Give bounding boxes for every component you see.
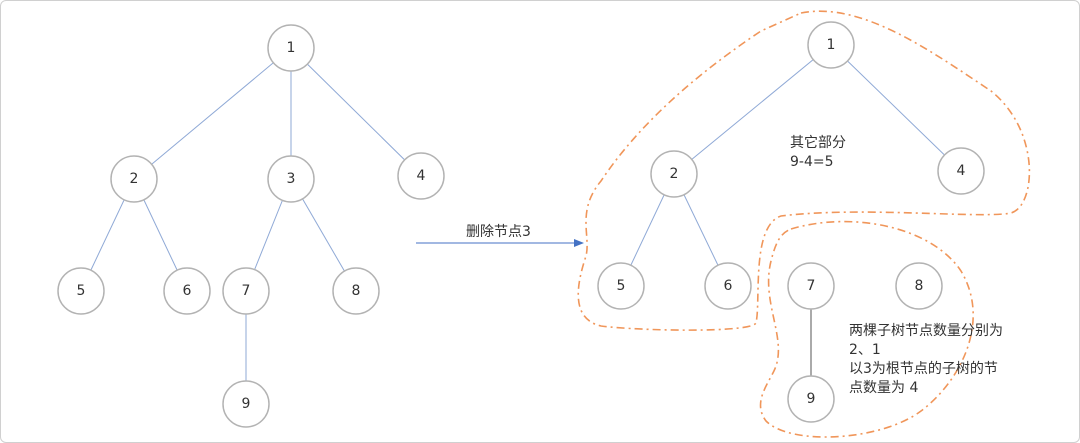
node-label: 5 (617, 278, 626, 294)
node-circle (222, 380, 270, 428)
right-node-5: 5 (597, 262, 645, 310)
subtree-note-line4: 点数量为 4 (849, 380, 918, 396)
other-part-region (577, 10, 1031, 331)
node-circle (704, 262, 752, 310)
left-node-8: 8 (332, 267, 380, 315)
node-circle (267, 155, 315, 203)
node-label: 8 (915, 278, 924, 294)
node-label: 4 (417, 168, 426, 184)
right-node-9: 9 (787, 375, 835, 423)
left-node-4: 4 (397, 152, 445, 200)
node-label: 6 (724, 278, 733, 294)
arrow-label: 删除节点3 (466, 224, 531, 240)
node-label: 7 (242, 283, 251, 299)
right-node-6: 6 (704, 262, 752, 310)
node-circle (807, 21, 855, 69)
node-label: 5 (77, 283, 86, 299)
subtree-region (759, 220, 974, 438)
node-label: 3 (287, 171, 296, 187)
node-label: 2 (670, 166, 679, 182)
subtree-note-line1: 两棵子树节点数量分别为 (849, 323, 1003, 339)
node-label: 1 (287, 40, 296, 56)
left-edge-1-2 (133, 47, 292, 180)
left-node-1: 1 (267, 24, 315, 72)
node-circle (332, 267, 380, 315)
right-node-2: 2 (650, 150, 698, 198)
node-label: 1 (827, 37, 836, 53)
left-node-6: 6 (163, 267, 211, 315)
node-label: 6 (183, 283, 192, 299)
node-circle (787, 262, 835, 310)
right-edge-1-4 (830, 44, 962, 172)
node-circle (895, 262, 943, 310)
right-edge-1-2 (673, 44, 832, 175)
node-circle (650, 150, 698, 198)
node-label: 9 (242, 396, 251, 412)
left-node-3: 3 (267, 155, 315, 203)
right-node-1: 1 (807, 21, 855, 69)
node-circle (597, 262, 645, 310)
left-node-9: 9 (222, 380, 270, 428)
node-circle (110, 155, 158, 203)
right-node-8: 8 (895, 262, 943, 310)
node-circle (163, 267, 211, 315)
other-part-label: 其它部分 (790, 134, 846, 151)
node-circle (267, 24, 315, 72)
node-label: 9 (807, 391, 816, 407)
node-label: 8 (352, 283, 361, 299)
node-circle (57, 267, 105, 315)
subtree-note-line2: 2、1 (849, 342, 881, 358)
other-part-count: 9-4=5 (790, 154, 834, 170)
node-circle (787, 375, 835, 423)
node-circle (397, 152, 445, 200)
subtree-note-line3: 以3为根节点的子树的节 (849, 361, 998, 377)
node-circle (222, 267, 270, 315)
left-node-7: 7 (222, 267, 270, 315)
left-edge-1-4 (290, 47, 422, 177)
node-circle (937, 147, 985, 195)
node-label: 2 (130, 171, 139, 187)
node-label: 4 (957, 163, 966, 179)
left-node-5: 5 (57, 267, 105, 315)
right-node-7: 7 (787, 262, 835, 310)
right-node-4: 4 (937, 147, 985, 195)
left-node-2: 2 (110, 155, 158, 203)
node-label: 7 (807, 278, 816, 294)
